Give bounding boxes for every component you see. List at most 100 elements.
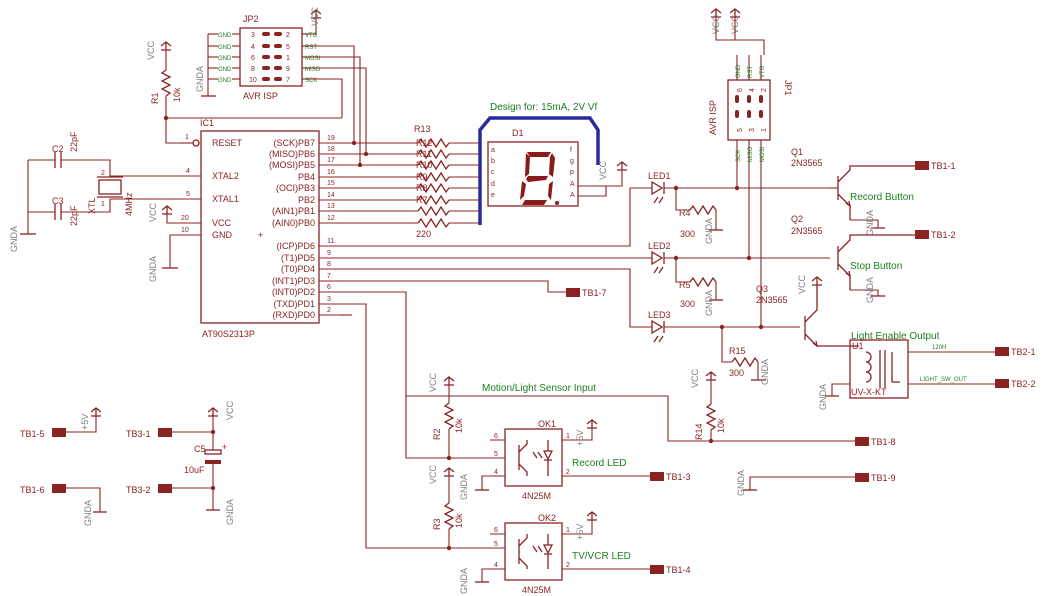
tb1-7-terminal[interactable] (566, 288, 580, 297)
svg-text:4N25M: 4N25M (522, 585, 551, 595)
svg-text:PB2: PB2 (298, 195, 315, 205)
svg-text:300: 300 (729, 368, 744, 378)
svg-text:R14: R14 (694, 423, 704, 440)
svg-text:VTG: VTG (760, 65, 766, 78)
svg-text:GND: GND (218, 33, 232, 39)
svg-text:D1: D1 (512, 128, 524, 138)
svg-text:PB4: PB4 (298, 172, 315, 182)
ok2-optocoupler: VCC R3 10k OK2 4N25M 6 5 4 1 2 GNDA +5V … (340, 303, 691, 595)
crystal-oscillator: C2 22pF C3 22pF GNDA 2 1 XTL 4MHz (9, 131, 180, 252)
svg-text:p: p (570, 169, 574, 176)
svg-text:GNDA: GNDA (459, 568, 469, 594)
svg-text:A: A (570, 192, 575, 199)
ic1-pin-name: GND (212, 230, 233, 240)
svg-text:R3: R3 (432, 518, 442, 530)
svg-text:C5: C5 (194, 444, 206, 454)
svg-text:MOSI: MOSI (305, 56, 321, 62)
svg-text:GNDA: GNDA (736, 470, 746, 496)
led1-circuit: LED1 R4 300 GNDA (340, 171, 830, 247)
svg-text:10uF: 10uF (184, 465, 205, 475)
u1-label: Light Enable Output (851, 331, 940, 342)
ic1-power-symbols: VCC GNDA (148, 202, 180, 282)
q2-label: Stop Button (850, 261, 902, 272)
svg-text:6: 6 (327, 284, 331, 291)
svg-text:8: 8 (327, 261, 331, 268)
svg-text:R1: R1 (150, 92, 160, 104)
svg-text:VCC: VCC (148, 202, 158, 222)
ok2-label: TV/VCR LED (572, 551, 631, 562)
svg-text:2: 2 (566, 562, 570, 569)
svg-text:22pF: 22pF (69, 205, 79, 226)
svg-text:10k: 10k (716, 418, 726, 433)
tb2-1-terminal[interactable] (995, 347, 1009, 356)
ic1-right-pins: 19(SCK)PB7 18(MISO)PB6 17(MOSI)PB5 16PB4… (269, 135, 340, 320)
tb1-5-terminal[interactable] (52, 428, 66, 437)
svg-text:GNDA: GNDA (865, 210, 875, 236)
svg-text:5: 5 (286, 44, 290, 51)
svg-text:VCC: VCC (690, 368, 700, 388)
svg-text:R5: R5 (679, 280, 691, 290)
svg-text:+: + (258, 230, 263, 240)
ic1-pin-name: XTAL1 (212, 194, 239, 204)
tb2-2-terminal[interactable] (995, 379, 1009, 388)
svg-text:7: 7 (286, 77, 290, 84)
u1-solid-state-relay: Light Enable Output U1 UV-X-KT GNDA 120H… (818, 331, 1036, 410)
svg-text:2: 2 (286, 32, 290, 39)
svg-text:10k: 10k (454, 418, 464, 433)
svg-text:R4: R4 (679, 208, 691, 218)
led2-circuit: LED2 R5 300 GNDA (340, 241, 830, 316)
svg-text:2N3565: 2N3565 (756, 295, 788, 305)
tb1-8-terminal[interactable] (855, 437, 869, 446)
ok1-label: Record LED (572, 458, 626, 469)
svg-text:SCK: SCK (736, 150, 742, 162)
svg-text:RST: RST (305, 45, 317, 51)
tb1-2-terminal[interactable] (915, 230, 929, 239)
svg-text:6: 6 (737, 88, 744, 92)
svg-text:+5V: +5V (80, 414, 90, 430)
svg-text:R9: R9 (416, 172, 428, 182)
svg-text:OK1: OK1 (538, 419, 556, 429)
svg-text:(RXD)PD0: (RXD)PD0 (272, 310, 315, 320)
svg-text:C3: C3 (52, 196, 64, 206)
svg-text:2: 2 (566, 469, 570, 476)
svg-text:GNDA: GNDA (83, 500, 93, 526)
tb1-9-net: GNDA TB1-9 (736, 470, 896, 496)
svg-text:U1: U1 (852, 341, 864, 351)
svg-text:OK2: OK2 (538, 513, 556, 523)
svg-text:XTL: XTL (87, 197, 97, 214)
svg-text:GND: GND (218, 56, 232, 62)
ic1-pin-name: RESET (212, 138, 243, 148)
tb2-2-label: TB2-2 (1011, 379, 1036, 389)
svg-text:(MOSI)PB5: (MOSI)PB5 (269, 160, 315, 170)
svg-text:LED1: LED1 (648, 171, 671, 181)
svg-text:TB1-6: TB1-6 (20, 485, 45, 495)
power-terminals: TB1-5 +5V TB1-6 GNDA TB3-1 VCC + C5 10uF… (20, 400, 235, 526)
svg-text:TB1-7: TB1-7 (582, 288, 607, 298)
svg-text:R11: R11 (416, 149, 432, 159)
svg-text:GNDA: GNDA (9, 226, 19, 252)
q1-transistor: Q1 2N3565 Record Button GNDA TB1-1 (791, 147, 956, 236)
tb1-9-terminal[interactable] (855, 473, 869, 482)
svg-text:+5V: +5V (575, 524, 585, 540)
r1-reset-resistor: VCC R1 10k (146, 40, 342, 144)
tb1-3-terminal[interactable] (650, 472, 664, 481)
svg-text:2: 2 (761, 88, 768, 92)
svg-text:Q3: Q3 (756, 284, 768, 294)
tb3-1-terminal[interactable] (158, 428, 172, 437)
svg-text:C2: C2 (52, 144, 64, 154)
svg-text:GND: GND (736, 64, 742, 78)
tb1-4-terminal[interactable] (650, 565, 664, 574)
design-note: Design for: 15mA, 2V Vf (490, 102, 597, 113)
svg-text:10k: 10k (172, 87, 182, 102)
svg-text:R8: R8 (416, 183, 428, 193)
tb1-6-terminal[interactable] (52, 484, 66, 493)
svg-text:GND: GND (218, 45, 232, 51)
ic1-ref: IC1 (200, 118, 214, 128)
ic1-pin-num: 20 (181, 215, 189, 222)
svg-text:d: d (491, 181, 495, 188)
svg-text:Q2: Q2 (791, 214, 803, 224)
tb1-1-terminal[interactable] (915, 161, 929, 170)
tb3-2-terminal[interactable] (158, 484, 172, 493)
ic1-pin-num: 4 (186, 168, 190, 175)
